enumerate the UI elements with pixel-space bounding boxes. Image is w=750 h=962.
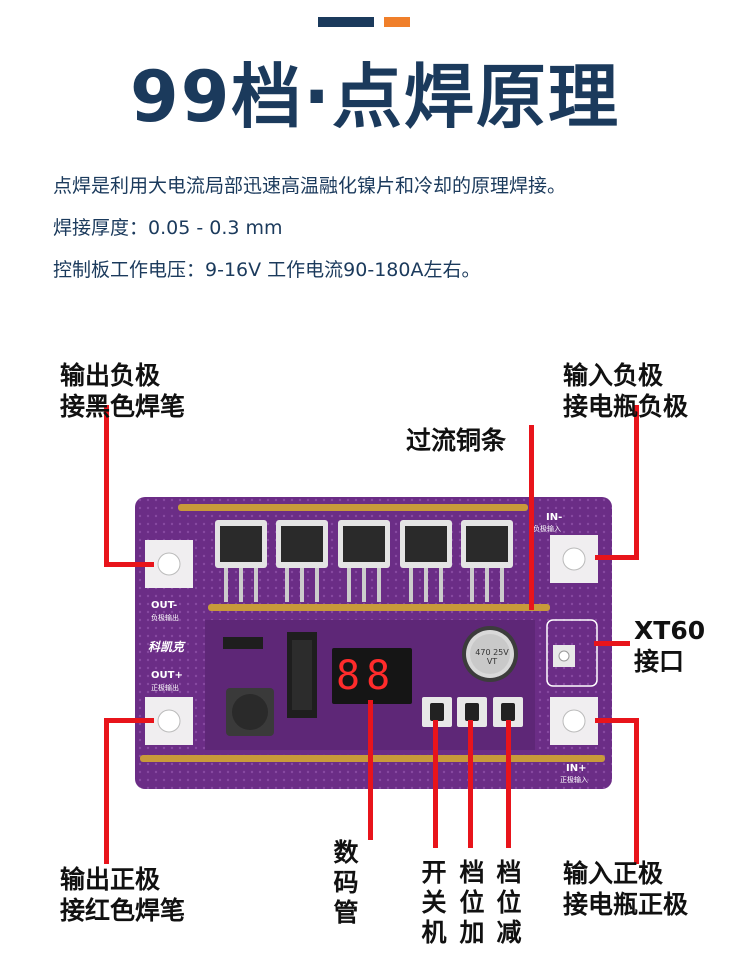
callout-level-up: 档 位 加: [458, 858, 486, 948]
callout-out-negative: 输出负极 接黑色焊笔: [60, 360, 185, 422]
pointer-in-negative-horizontal: [595, 555, 639, 560]
pointer-level-down: [506, 720, 511, 848]
ic-chips: [223, 632, 317, 736]
pointer-in-negative-vertical: [634, 405, 639, 560]
callout-in-negative-line1: 输入负极: [563, 361, 664, 390]
silk-in-plus-sub: 正极输入: [560, 776, 588, 784]
callout-level-down-char3: 减: [496, 918, 522, 947]
pointer-power-switch: [433, 720, 438, 848]
callout-power-switch: 开 关 机: [420, 858, 448, 948]
callout-xt60: XT60 接口: [634, 615, 705, 677]
brand-logo: 科凯克: [148, 640, 185, 654]
copper-bar-middle: [208, 604, 550, 611]
callout-display-char1: 数: [333, 838, 359, 867]
silk-out-minus: OUT-: [151, 600, 178, 611]
xt60-connector: [546, 619, 598, 687]
silk-out-plus: OUT+: [151, 670, 183, 681]
callout-out-positive-line1: 输出正极: [60, 865, 161, 894]
capacitor: [462, 626, 518, 682]
callout-out-positive-line2: 接红色焊笔: [60, 896, 186, 925]
pointer-copper-bar: [529, 425, 534, 610]
callout-xt60-line1: XT60: [634, 616, 706, 645]
tactile-buttons: [422, 697, 523, 727]
callout-out-positive: 输出正极 接红色焊笔: [60, 864, 185, 926]
silk-in-minus-sub: 负极输入: [533, 525, 561, 533]
description-line-3: 控制板工作电压：9-16V 工作电流90-180A左右。: [53, 259, 481, 281]
callout-in-positive: 输入正极 接电瓶正极: [563, 858, 688, 920]
callout-level-down-char2: 位: [496, 888, 522, 917]
callout-in-positive-line2: 接电瓶正极: [563, 890, 689, 919]
pointer-in-positive-horizontal: [595, 718, 639, 723]
pointer-level-up: [468, 720, 473, 848]
silk-out-minus-sub: 负极输出: [151, 614, 179, 622]
mosfet-row: [215, 520, 513, 602]
pointer-out-negative-vertical: [104, 405, 109, 567]
callout-in-positive-line1: 输入正极: [563, 859, 664, 888]
callout-in-negative: 输入负极 接电瓶负极: [563, 360, 688, 422]
callout-copper-bar: 过流铜条: [406, 426, 507, 455]
callout-in-negative-line2: 接电瓶负极: [563, 392, 689, 421]
callout-power-switch-char2: 关: [421, 888, 447, 917]
callout-display-char3: 管: [333, 898, 359, 927]
pointer-out-positive-vertical: [104, 718, 109, 864]
pointer-in-positive-vertical: [634, 718, 639, 864]
copper-bar-top: [178, 504, 528, 511]
callout-power-switch-char1: 开: [421, 858, 447, 887]
page-title: 99档·点焊原理: [129, 56, 620, 138]
pointer-display: [368, 700, 373, 840]
callout-out-negative-line2: 接黑色焊笔: [60, 392, 186, 421]
callout-display-char2: 码: [333, 868, 359, 897]
description-line-2: 焊接厚度：0.05 - 0.3 mm: [53, 217, 283, 239]
silk-in-plus: IN+: [566, 763, 587, 774]
callout-level-up-char2: 位: [459, 888, 485, 917]
callout-xt60-line2: 接口: [634, 647, 685, 676]
pointer-xt60: [594, 641, 630, 646]
pointer-out-positive-horizontal: [104, 718, 154, 723]
callout-level-down: 档 位 减: [495, 858, 523, 948]
callout-out-negative-line1: 输出负极: [60, 361, 161, 390]
callout-level-up-char3: 加: [459, 918, 485, 947]
capacitor-label: 470 25V VT: [475, 648, 509, 666]
terminal-pads: [145, 535, 598, 745]
title-accent-bar-orange: [384, 17, 410, 27]
description-line-1: 点焊是利用大电流局部迅速高温融化镍片和冷却的原理焊接。: [53, 175, 567, 197]
callout-level-down-char1: 档: [496, 858, 522, 887]
pointer-out-negative-horizontal: [104, 562, 154, 567]
title-accent-bar-navy: [318, 17, 374, 27]
silk-out-plus-sub: 正极输出: [151, 684, 179, 692]
display-digits: 88: [336, 653, 397, 699]
callout-level-up-char1: 档: [459, 858, 485, 887]
silk-in-minus: IN-: [546, 512, 563, 523]
seven-segment-display: [332, 648, 412, 704]
callout-display: 数 码 管: [332, 838, 360, 928]
callout-power-switch-char3: 机: [421, 918, 447, 947]
